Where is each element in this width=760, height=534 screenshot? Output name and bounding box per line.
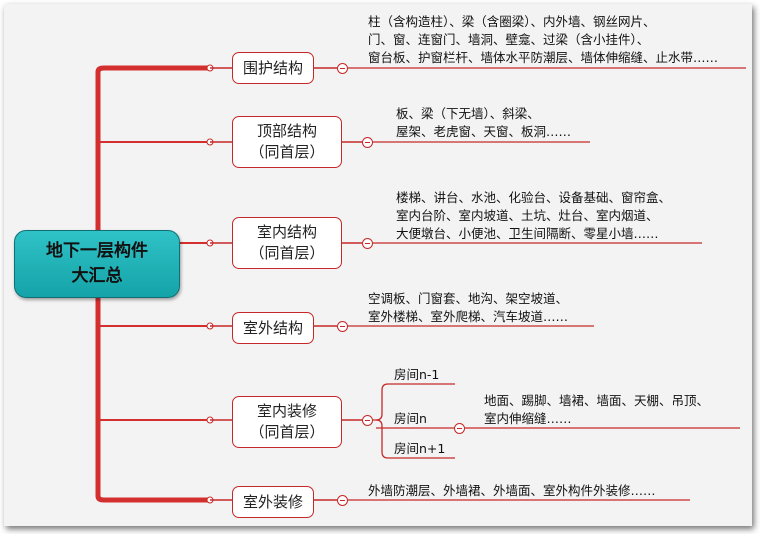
collapse-toggle-exterior-structure[interactable] bbox=[337, 321, 348, 332]
branch-enclosure-structure[interactable]: 围护结构 bbox=[232, 52, 314, 84]
branch-exterior-decoration[interactable]: 室外装修 bbox=[232, 486, 314, 518]
leaf-room-n-items: 地面、踢脚、墙裙、墙面、天棚、吊顶、 室内伸缩缝…… bbox=[484, 393, 710, 426]
branch-exterior-structure[interactable]: 室外结构 bbox=[232, 312, 314, 344]
collapse-toggle-enclosure[interactable] bbox=[337, 63, 348, 74]
leaf-interior-structure-items: 楼梯、讲台、水池、化验台、设备基础、窗帘盒、 室内台阶、室内坡道、土坑、灶台、室… bbox=[396, 190, 672, 241]
leaf-enclosure-items: 柱（含构造柱）、梁（含圈梁）、内外墙、钢丝网片、 门、窗、连窗门、墙洞、壁龛、过… bbox=[368, 14, 719, 65]
collapse-toggle-interior-structure[interactable] bbox=[362, 238, 373, 249]
room-n-minus-1[interactable]: 房间n-1 bbox=[394, 367, 440, 382]
collapse-toggle-room-n[interactable] bbox=[454, 423, 465, 434]
root-node[interactable]: 地下一层构件 大汇总 bbox=[14, 230, 180, 298]
branch-top-structure[interactable]: 顶部结构 （同首层） bbox=[232, 116, 342, 168]
branch-interior-decoration[interactable]: 室内装修 （同首层） bbox=[232, 396, 342, 448]
collapse-toggle-exterior-decoration[interactable] bbox=[337, 495, 348, 506]
branch-interior-structure[interactable]: 室内结构 （同首层） bbox=[232, 217, 342, 269]
room-n-plus-1[interactable]: 房间n+1 bbox=[394, 441, 446, 456]
leaf-top-items: 板、梁（下无墙）、斜梁、 屋架、老虎窗、天窗、板洞…… bbox=[396, 106, 572, 139]
leaf-exterior-structure-items: 空调板、门窗套、地沟、架空坡道、 室外楼梯、室外爬梯、汽车坡道…… bbox=[368, 291, 569, 324]
leaf-exterior-decoration-items: 外墙防潮层、外墙裙、外墙面、室外构件外装修…… bbox=[368, 483, 656, 498]
room-n[interactable]: 房间n bbox=[394, 411, 427, 426]
collapse-toggle-top[interactable] bbox=[362, 137, 373, 148]
collapse-toggle-interior-decoration[interactable] bbox=[362, 415, 373, 426]
